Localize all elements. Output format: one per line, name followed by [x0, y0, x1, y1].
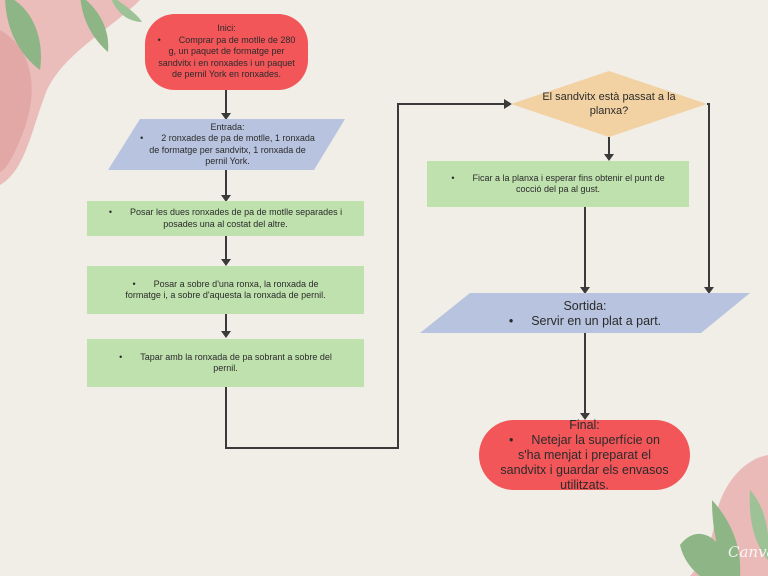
- decision-diamond-shape: [511, 71, 707, 137]
- output-title: Sortida:: [563, 299, 607, 313]
- leaf-bottom-right-3: [749, 490, 768, 560]
- connector-step3-decision: [225, 103, 505, 449]
- pink-blob-top-left-inner: [0, 30, 32, 172]
- start-title: Inici:: [217, 23, 236, 34]
- process-grill: Ficar a la planxa i esperar fins obtenir…: [427, 161, 689, 207]
- arrowhead-step2: [221, 259, 231, 266]
- arrowheads: [221, 99, 714, 420]
- input-title: Entrada:: [210, 121, 245, 132]
- output-text: Servir en un plat a part.: [509, 314, 661, 329]
- arrowhead-grill: [604, 154, 614, 161]
- decision-node: El sandvitx està passat a la planxa?: [540, 85, 678, 123]
- leaf-top-left-2: [80, 0, 109, 52]
- start-terminal: Inici: Comprar pa de motlle de 280 g, un…: [145, 14, 308, 90]
- arrowhead-input: [221, 113, 231, 120]
- arrowhead-step3: [221, 331, 231, 338]
- process-step-1: Posar les dues ronxades de pa de motlle …: [87, 201, 364, 236]
- output-node: Sortida: Servir en un plat a part.: [460, 295, 710, 333]
- connector-decision-output: [707, 103, 710, 290]
- process-step-3-text: Tapar amb la ronxada de pa sobrant a sob…: [107, 352, 344, 375]
- decision-text: El sandvitx està passat a la planxa?: [542, 91, 676, 117]
- process-step-1-text: Posar les dues ronxades de pa de motlle …: [107, 207, 344, 230]
- output-parallelogram-shape: [420, 293, 750, 333]
- start-text: Comprar pa de motlle de 280 g, un paquet…: [155, 35, 298, 81]
- end-terminal: Final: Netejar la superfície on s'ha men…: [479, 417, 690, 493]
- arrowhead-end: [580, 413, 590, 420]
- process-step-2-text: Posar a sobre d'una ronxa, la ronxada de…: [117, 279, 334, 302]
- end-text: Netejar la superfície on s'ha menjat i p…: [497, 433, 672, 493]
- leaf-top-left-3: [111, 0, 142, 22]
- input-text: 2 ronxades de pa de motlle, 1 ronxada de…: [140, 133, 315, 168]
- arrowhead-step1: [221, 195, 231, 202]
- process-grill-text: Ficar a la planxa i esperar fins obtenir…: [447, 173, 669, 196]
- leaf-bottom-right-1: [680, 533, 735, 576]
- end-title: Final:: [569, 417, 600, 432]
- leaf-top-left-1: [5, 0, 41, 70]
- arrowhead-output-left: [580, 287, 590, 294]
- process-step-2: Posar a sobre d'una ronxa, la ronxada de…: [87, 266, 364, 314]
- canva-watermark: Canva: [728, 543, 768, 561]
- arrowhead-decision: [504, 99, 512, 109]
- process-step-3: Tapar amb la ronxada de pa sobrant a sob…: [87, 339, 364, 387]
- leaf-bottom-right-2: [712, 500, 741, 576]
- arrowhead-output-right: [704, 287, 714, 294]
- connectors: [225, 90, 710, 449]
- input-node: Entrada: 2 ronxades de pa de motlle, 1 r…: [140, 119, 315, 170]
